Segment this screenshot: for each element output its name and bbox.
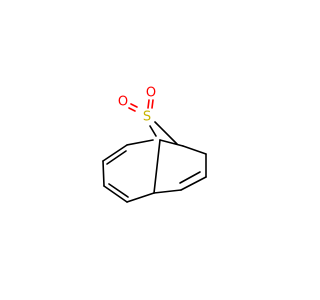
atom-labels: S O O [118, 86, 156, 125]
background [0, 0, 300, 300]
bond-c4-c5-inner [108, 183, 129, 198]
molecule-structure: S O O [0, 0, 300, 300]
bond-c2-c3-inner [106, 150, 127, 165]
bond-s-c7 [154, 121, 178, 145]
bond-c1-c7 [159, 139, 184, 147]
sulfur-atom-label: S [143, 110, 151, 125]
bond-c3-c4 [102, 160, 105, 187]
bond-c8-c6-double-inner [179, 171, 201, 184]
oxygen-atom-label-left: O [118, 95, 128, 110]
bond-c4-c5 [103, 185, 128, 203]
bond-s-o2-b [128, 107, 136, 112]
bond-s-o1-b [151, 99, 154, 109]
oxygen-atom-label-top: O [146, 86, 156, 101]
bond-c2-c3 [102, 144, 128, 162]
bond-c8-c6-double-outer [180, 176, 207, 191]
sulfur-bridge [128, 99, 178, 145]
cyclobutene-bridge [153, 139, 207, 194]
bond-s-o1-a [147, 99, 150, 109]
bond-s-c1 [149, 125, 157, 137]
seven-membered-ring [102, 139, 161, 203]
bond-c7-c8 [182, 145, 207, 155]
bond-c6-c1 [153, 139, 161, 194]
bond-c5-c6 [126, 192, 155, 203]
bond-c8-c6 [153, 189, 182, 194]
bond-s-o2-a [130, 103, 138, 108]
bond-c1-c2 [126, 139, 154, 146]
